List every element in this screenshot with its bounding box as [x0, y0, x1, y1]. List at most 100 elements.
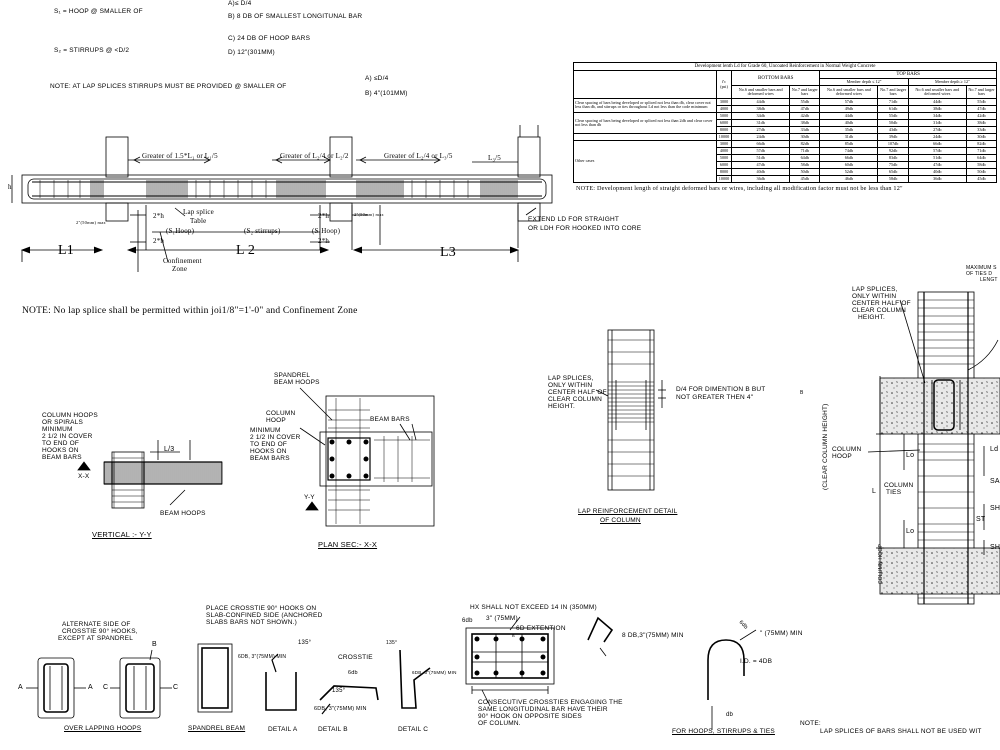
- ld-cell: 34db: [731, 111, 791, 120]
- hoop-details: [26, 616, 757, 730]
- ld-cell: 46db: [819, 174, 879, 184]
- seventy-min: " (75mm) min: [760, 630, 803, 637]
- plan-spandrel: Spandrel: [274, 372, 311, 379]
- detail-a-caption: Detail A: [268, 726, 298, 733]
- ld-cell: 30db: [965, 132, 998, 141]
- ext-label: 6D extention: [516, 625, 566, 632]
- ld-cell: 50db: [877, 118, 909, 127]
- fc-cell: 3000: [715, 97, 733, 106]
- table-title: Development lenth Ld for Grade 60, Uncoa…: [573, 61, 997, 72]
- note-b2: B) 4"(101mm): [365, 90, 408, 97]
- ld-cell: 44db: [731, 97, 791, 106]
- fc-header: f'c (psi): [715, 70, 733, 99]
- case-label: Clear spacing of bars being developed or…: [573, 97, 717, 113]
- min-b: 2"(50mm) max: [354, 212, 384, 217]
- ld-cell: 71db: [877, 97, 909, 106]
- s1hoop-a: (S₁Hoop): [166, 227, 195, 235]
- vert-hooks-on: hooks on: [42, 447, 79, 454]
- crosstie-label: Crosstie: [338, 654, 373, 661]
- right-sh-1: SH: [990, 505, 1000, 512]
- ld-cell: 51db: [907, 153, 967, 162]
- vert-beam-bars: beam bars: [42, 454, 82, 461]
- ld-cell: 38db: [907, 104, 967, 113]
- ld-cell: 47db: [789, 104, 821, 113]
- ld-cell: 42db: [965, 111, 998, 120]
- fc-cell: 5000: [715, 153, 733, 162]
- min-a: 2"(50mm) max: [76, 220, 106, 225]
- plan-to-end: to end of: [250, 441, 288, 448]
- lap-3: center half of: [548, 389, 607, 396]
- ld-cell: 50db: [965, 167, 998, 176]
- lap-d4-b: not greater then 4": [676, 394, 754, 401]
- ld-cell: 40db: [731, 167, 791, 176]
- ld-cell: 82db: [789, 139, 821, 148]
- beam-greater-3: Greater of L₂/4 or L₃/5: [384, 152, 453, 160]
- span-l2: L 2: [236, 243, 256, 258]
- ld-cell: 47db: [731, 160, 791, 169]
- s1hoop-b: (S₁Hoop): [312, 227, 341, 235]
- ld-cell: 64db: [965, 153, 998, 162]
- table-row: Clear spacing of bars being developed or…: [573, 97, 998, 113]
- ld-cell: 31db: [731, 118, 791, 127]
- plan-column: Column: [266, 410, 296, 417]
- ld-cell: 57db: [819, 97, 879, 106]
- vert-cover: 2 1/2 in Cover: [42, 433, 93, 440]
- ld-cell: 27db: [731, 125, 791, 134]
- member-depth-2: Member depth ≥ 12": [907, 78, 998, 87]
- right-col-ties-1: Column: [884, 482, 914, 489]
- ld-cell: 38db: [965, 118, 998, 127]
- ld-cell: 47db: [907, 160, 967, 169]
- right-lo-a: Lo: [906, 452, 915, 459]
- ld-cell: 45db: [965, 174, 998, 184]
- plan-minimum: minimum: [250, 427, 281, 434]
- hoops-b: B: [152, 641, 157, 648]
- fc-cell: 8000: [715, 167, 733, 176]
- lap-2: only within: [548, 382, 593, 389]
- right-clear-height: (Clear column height): [822, 403, 829, 490]
- right-col-hoop-1: Column: [832, 446, 862, 453]
- spandrel-caption: Spandrel Beam: [188, 725, 246, 732]
- ld-cell: 50db: [789, 167, 821, 176]
- note-s2: S₂ = Stirrups @ <D/2: [54, 47, 130, 54]
- two-h-a: 2*h: [153, 212, 165, 220]
- ld-cell: 52db: [819, 167, 879, 176]
- zone-label: Zone: [172, 265, 188, 273]
- ld-cell: 83db: [877, 153, 909, 162]
- beam-l3-5: L₃/5: [488, 154, 501, 162]
- note-c1: C) 24 DB of hoop bars: [228, 35, 311, 42]
- ld-cell: 85db: [819, 139, 879, 148]
- right-lap-2: only within: [852, 293, 897, 300]
- ld-cell: 31db: [907, 118, 967, 127]
- plan-cover: 2 1/2 in Cover: [250, 434, 301, 441]
- sixdb-c: 6db, 3"(75mm) min: [314, 706, 367, 712]
- beam-h-label: h: [8, 183, 12, 191]
- col-small-2: No.6 and smaller bars and deformed wires: [819, 85, 879, 99]
- ld-cell: 24db: [907, 132, 967, 141]
- db-label: db: [726, 712, 734, 718]
- lap-caption-2: of Column: [600, 517, 641, 524]
- plan-beam-hoops: beam hoops: [274, 379, 320, 386]
- right-st: ST: [976, 516, 986, 523]
- right-max-3: lengt: [980, 277, 998, 283]
- lap-b: B: [800, 390, 804, 396]
- ld-cell: 44db: [907, 97, 967, 106]
- ld-cell: 43db: [877, 125, 909, 134]
- right-col-ties-2: ties: [886, 489, 902, 496]
- over-lapping-caption: Over lapping Hoops: [64, 725, 142, 732]
- case-label: Other cases: [573, 139, 717, 184]
- extend-note-2: or LDH for hooked into core: [528, 225, 642, 232]
- vert-xx: X-X: [78, 473, 90, 480]
- ld-cell: 66db: [907, 139, 967, 148]
- confinement-label: Confinement: [163, 257, 202, 265]
- eight-db: 8 db,3"(75mm) min: [622, 632, 684, 639]
- hoops-a1: A: [18, 684, 23, 691]
- sixdb-b: 6db: [348, 670, 358, 676]
- col-large-3: No.7 and larger bars: [965, 85, 998, 99]
- ld-cell: 92db: [877, 146, 909, 155]
- beam-greater-1: Greater of 1.5*L₁ or L₁/5: [142, 152, 218, 160]
- ld-cell: 57db: [731, 146, 791, 155]
- ld-cell: 74db: [819, 146, 879, 155]
